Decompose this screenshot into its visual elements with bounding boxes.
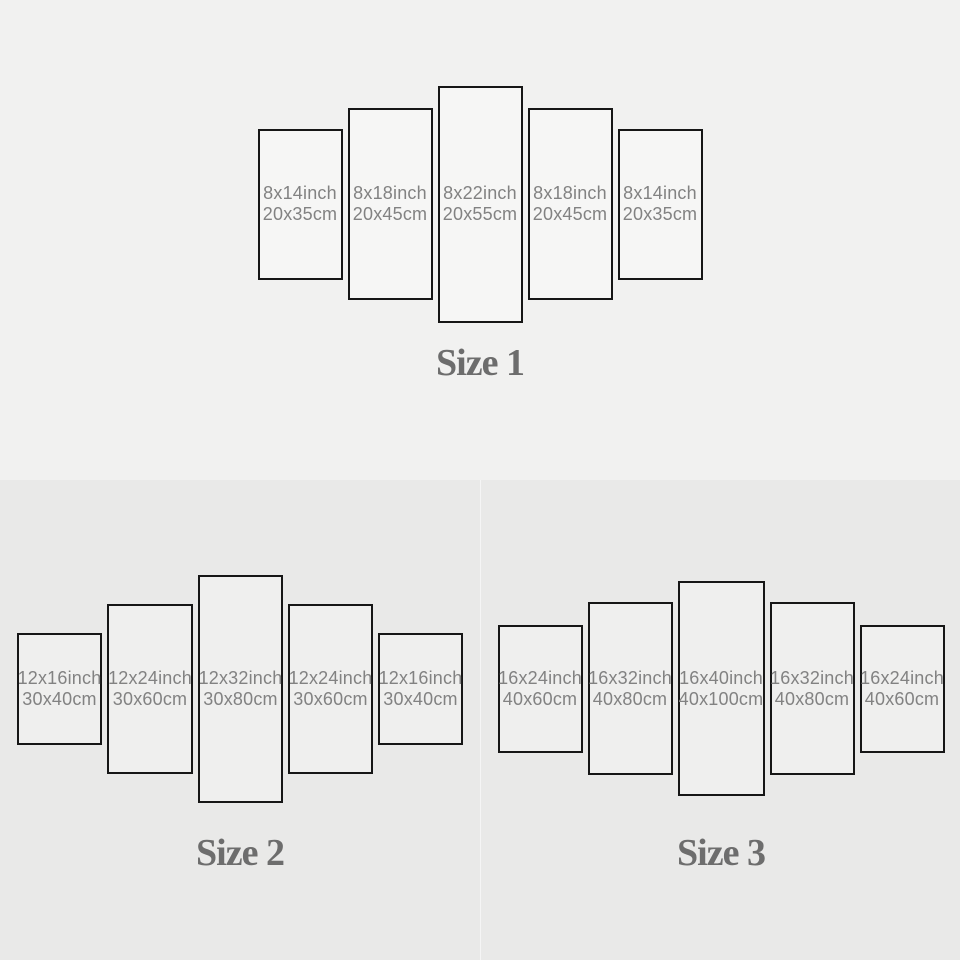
panel-size-inch: 8x14inch (623, 183, 697, 203)
panel-size-cm: 20x55cm (442, 204, 518, 224)
panel-size-inch: 16x32inch (588, 667, 672, 688)
panel-size-inch: 12x24inch (288, 668, 373, 688)
panel-size-cm: 20x35cm (262, 204, 338, 224)
section-title: Size 1 (436, 342, 525, 384)
panel-size-cm: 20x45cm (532, 204, 608, 224)
panel-size-inch: 16x24inch (860, 667, 944, 688)
section-title: Size 2 (196, 832, 285, 874)
panel-size-inch: 12x32inch (198, 668, 283, 688)
panel-size-cm: 40x60cm (864, 688, 940, 709)
panel-size-cm: 30x40cm (22, 689, 97, 709)
panel-size-inch: 16x40inch (679, 667, 763, 688)
panel-size-inch: 8x18inch (533, 183, 607, 203)
panel-size-cm: 30x60cm (293, 689, 368, 709)
panel-size-cm: 30x40cm (383, 689, 458, 709)
panel-size-cm: 30x80cm (203, 689, 278, 709)
panel-size-cm: 40x60cm (502, 688, 578, 709)
panel-size-inch: 12x24inch (108, 668, 192, 688)
panel-size-inch: 16x32inch (770, 667, 854, 688)
panel-size-inch: 16x24inch (498, 667, 582, 688)
panel-size-cm: 40x80cm (774, 688, 850, 709)
section-title: Size 3 (677, 832, 766, 874)
panel-size-cm: 20x45cm (352, 204, 428, 224)
panel-size-cm: 30x60cm (112, 689, 188, 709)
panel-size-inch: 8x18inch (353, 183, 427, 203)
panel-size-inch: 8x22inch (443, 183, 517, 203)
panel-size-cm: 40x100cm (678, 688, 764, 709)
panel-size-inch: 12x16inch (17, 668, 102, 688)
panel-size-inch: 8x14inch (263, 183, 337, 203)
panel-size-inch: 12x16inch (378, 668, 463, 688)
panel-size-cm: 40x80cm (592, 688, 668, 709)
panel-size-cm: 20x35cm (622, 204, 698, 224)
